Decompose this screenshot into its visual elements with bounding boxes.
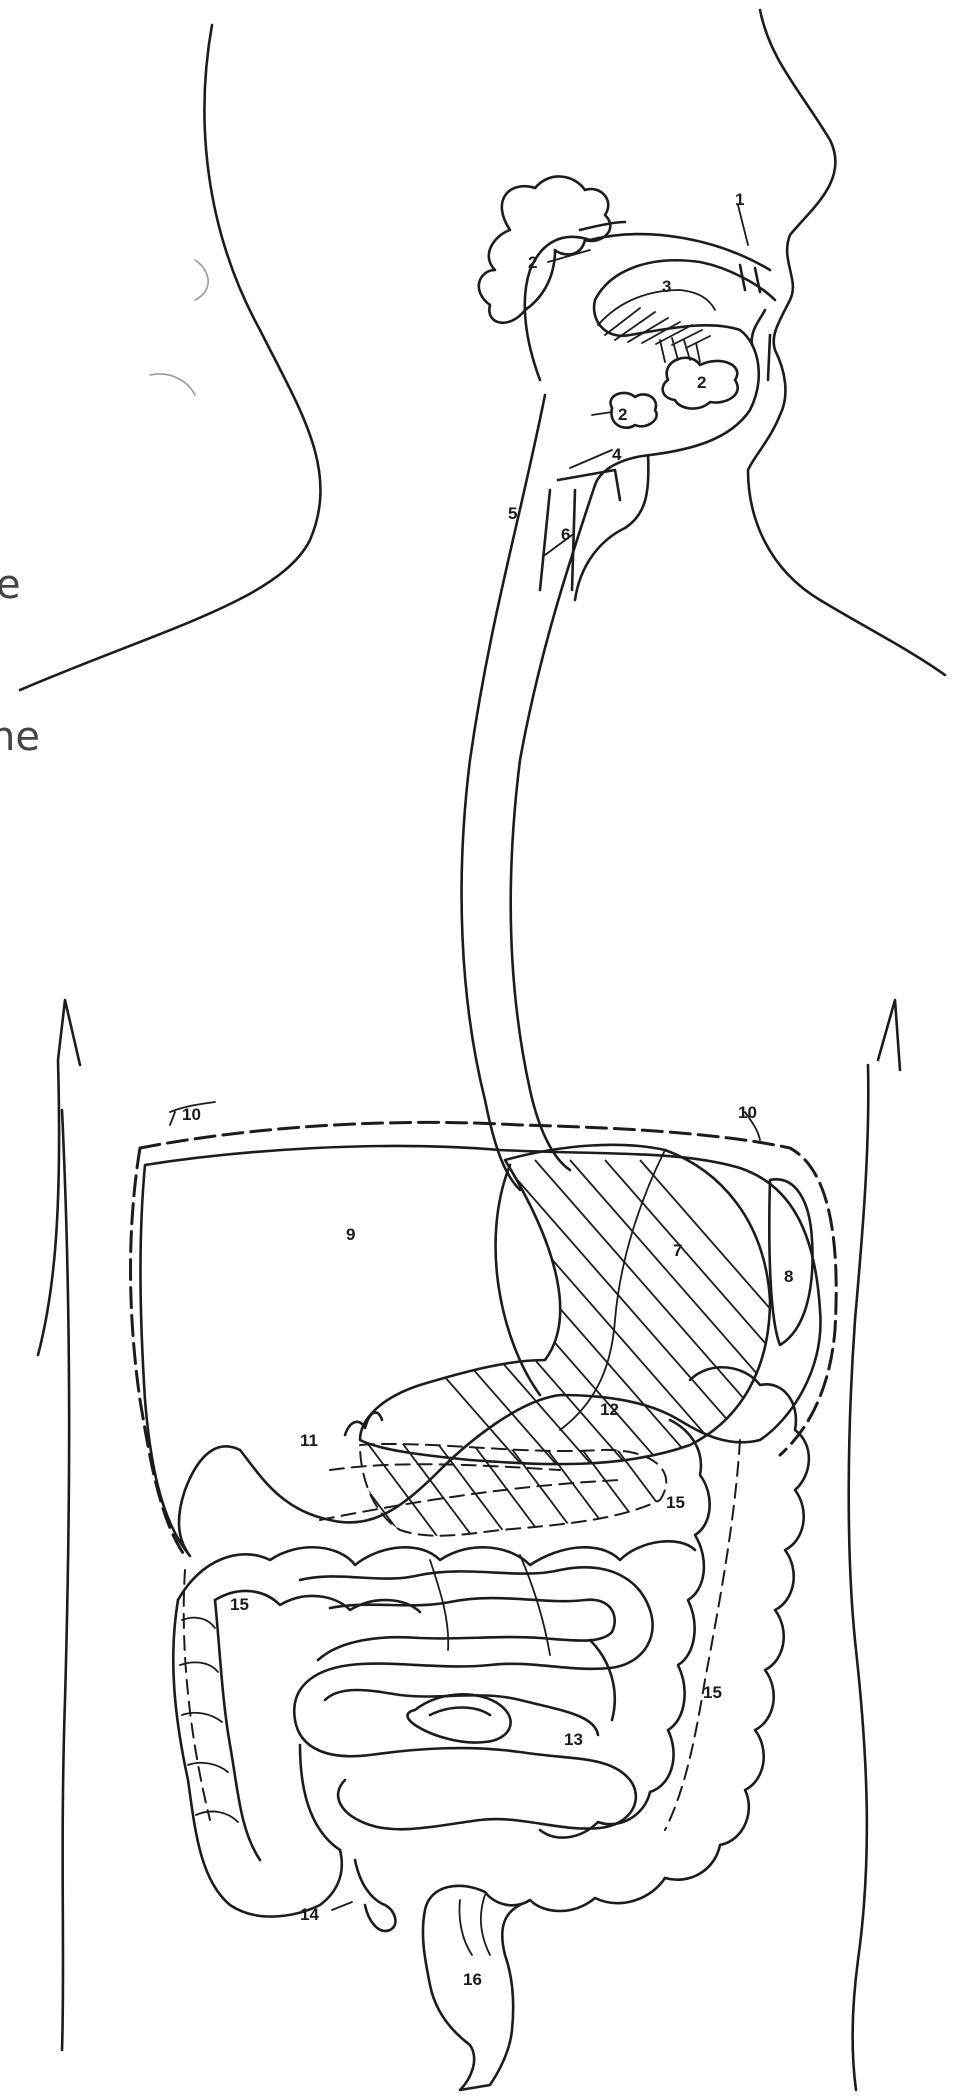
oral-cavity [525,234,775,485]
appendix [355,1860,395,1931]
head-neck-outline [20,10,945,690]
label-2-submandibular: 2 [697,373,706,392]
torso-outline [38,1000,900,2090]
label-4: 4 [612,445,622,464]
label-2-parotid: 2 [528,253,537,272]
diaphragm [140,1122,836,1455]
label-11: 11 [300,1431,318,1450]
margin-fragment-2: ne [0,714,40,760]
label-8: 8 [784,1267,793,1286]
small-intestine [294,1555,652,1850]
leader-lines [332,205,748,1910]
label-3: 3 [662,277,671,296]
label-14: 14 [300,1905,319,1924]
label-16: 16 [463,1970,482,1989]
label-15-mid: 15 [666,1493,685,1512]
label-2-sublingual: 2 [618,405,627,424]
label-6: 6 [561,525,570,544]
label-13: 13 [564,1730,583,1749]
label-9: 9 [346,1225,355,1244]
label-12: 12 [600,1400,619,1419]
large-intestine [173,1367,809,1916]
label-1: 1 [735,190,744,209]
label-15-right: 15 [703,1683,722,1702]
label-15-left: 15 [230,1595,249,1614]
label-5: 5 [508,504,517,523]
esophagus [462,395,620,1190]
diagram-labels: 1 2 3 2 2 4 5 6 10 10 9 7 8 11 12 15 15 … [182,190,793,1989]
margin-fragment-1: e [0,562,21,608]
label-10-right: 10 [738,1103,757,1122]
label-7: 7 [673,1241,682,1260]
gallbladder [345,1412,382,1435]
label-10-left: 10 [182,1105,201,1124]
liver [131,1102,837,1556]
